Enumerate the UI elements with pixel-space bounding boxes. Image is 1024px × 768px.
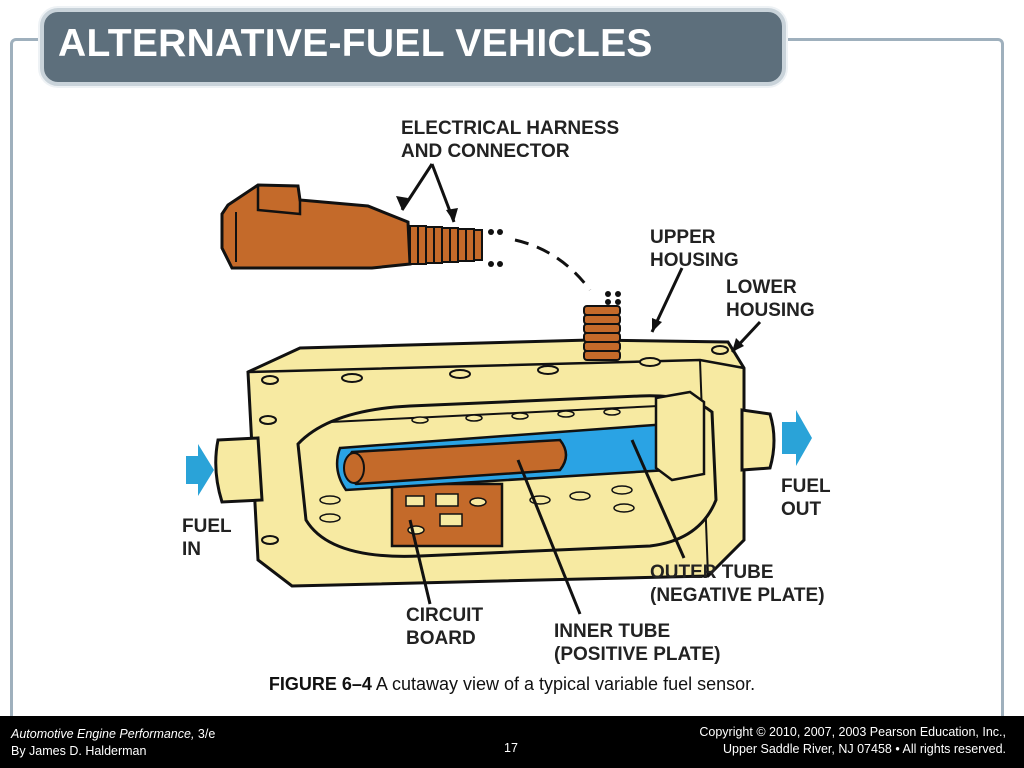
label-harness-line2: AND CONNECTOR	[401, 141, 570, 162]
label-circuit-board-line2: BOARD	[406, 628, 476, 649]
label-upper-housing-line2: HOUSING	[650, 250, 739, 271]
figure-caption: FIGURE 6–4 A cutaway view of a typical v…	[0, 674, 1024, 695]
footer-page-number: 17	[504, 741, 518, 755]
label-fuel-out-line1: FUEL	[781, 476, 831, 497]
footer-copyright-line2: Upper Saddle River, NJ 07458 • All right…	[723, 742, 1006, 756]
footer-copyright-line1: Copyright © 2010, 2007, 2003 Pearson Edu…	[699, 725, 1006, 739]
label-inner-tube-line2: (POSITIVE PLATE)	[554, 644, 720, 665]
label-inner-tube-line1: INNER TUBE	[554, 621, 670, 642]
figure-caption-text: A cutaway view of a typical variable fue…	[371, 674, 756, 694]
footer-edition: 3/e	[194, 727, 216, 741]
label-lower-housing-line1: LOWER	[726, 277, 797, 298]
figure-number: FIGURE 6–4	[268, 674, 372, 694]
label-fuel-in-line1: FUEL	[182, 516, 232, 537]
label-outer-tube-line1: OUTER TUBE	[650, 562, 774, 583]
fuel-out-arrow	[782, 410, 812, 466]
label-lower-housing-line2: HOUSING	[726, 300, 815, 321]
connector-ribs	[409, 225, 483, 265]
footer-book-info: Automotive Engine Performance, 3/e By Ja…	[11, 726, 215, 760]
slide-footer: Automotive Engine Performance, 3/e By Ja…	[0, 716, 1024, 768]
label-fuel-out-line2: OUT	[781, 499, 822, 520]
footer-book-title: Automotive Engine Performance,	[11, 727, 195, 741]
label-outer-tube-line2: (NEGATIVE PLATE)	[650, 585, 825, 606]
label-upper-housing-line1: UPPER	[650, 227, 716, 248]
label-fuel-in-line2: IN	[182, 539, 201, 560]
footer-copyright: Copyright © 2010, 2007, 2003 Pearson Edu…	[699, 724, 1006, 758]
title-bar	[40, 8, 786, 86]
leader-lines	[400, 163, 762, 615]
electrical-connector	[220, 183, 592, 291]
footer-author: By James D. Halderman	[11, 744, 147, 758]
label-circuit-board-line1: CIRCUIT	[406, 605, 483, 626]
slide-title: ALTERNATIVE-FUEL VEHICLES	[58, 22, 653, 65]
sensor-housing	[214, 291, 776, 588]
label-harness-line1: ELECTRICAL HARNESS	[401, 118, 619, 139]
fuel-in-arrow	[186, 444, 214, 496]
